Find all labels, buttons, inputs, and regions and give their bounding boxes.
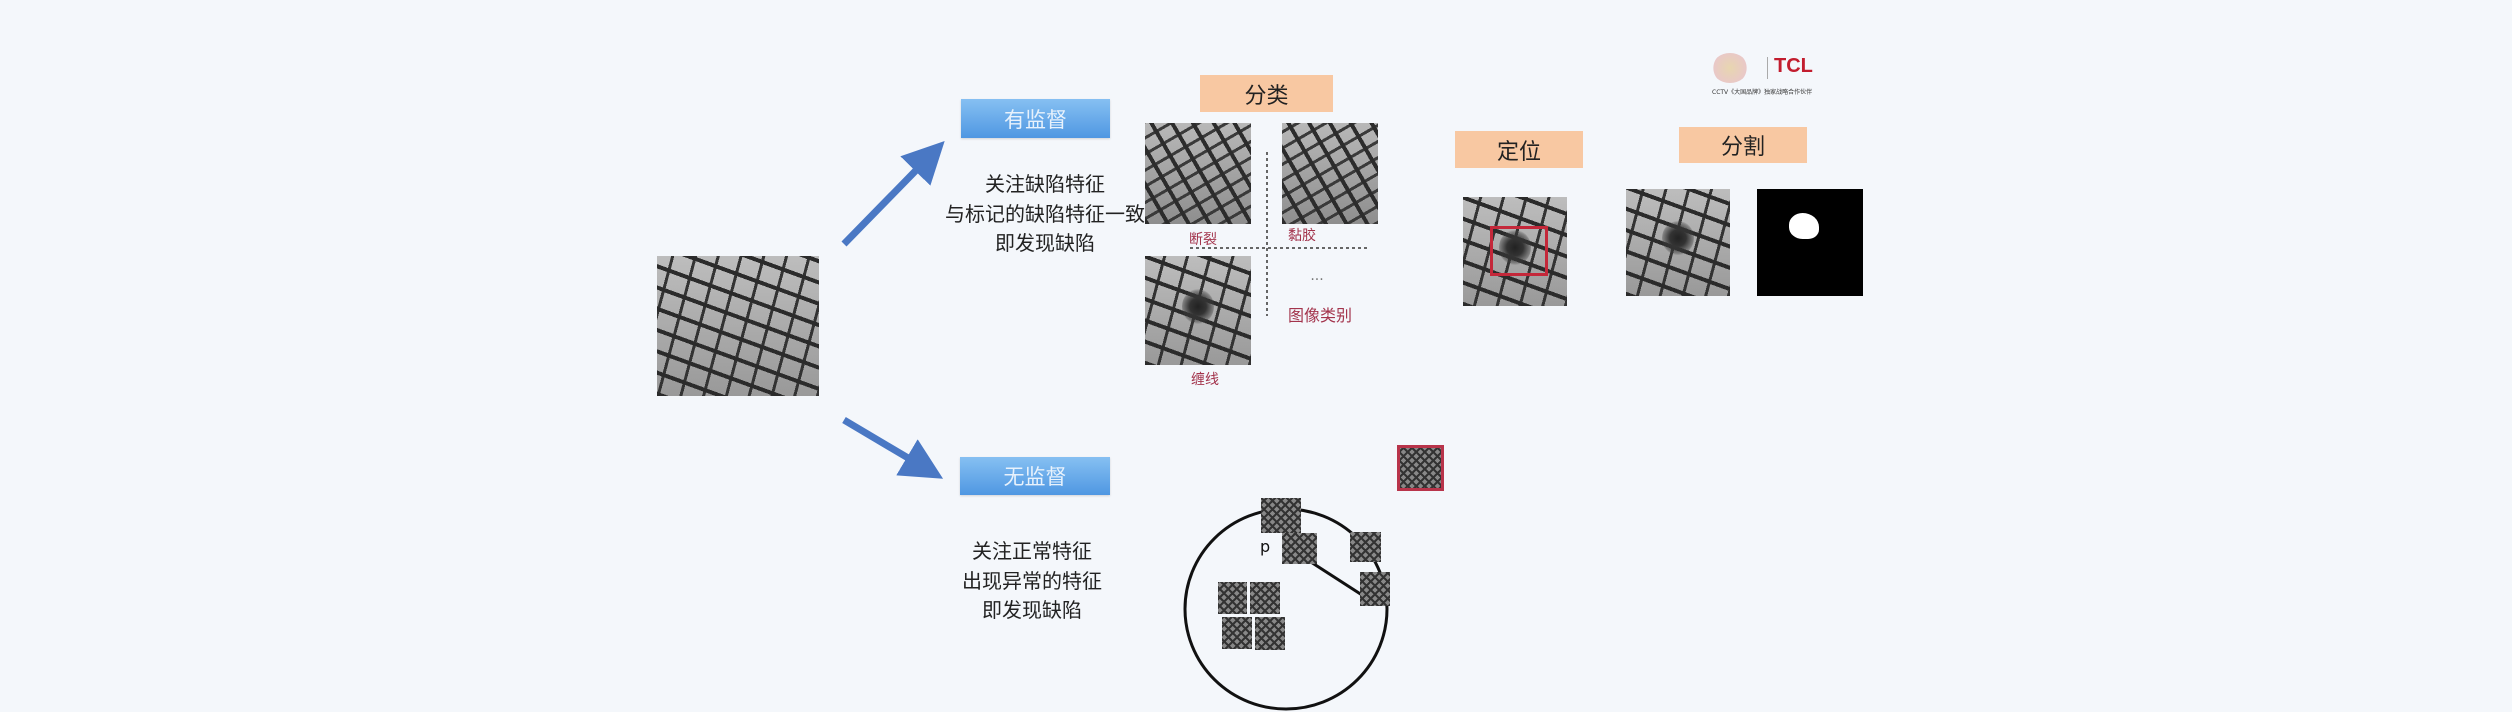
logo-divider <box>1767 57 1768 79</box>
unsupervised-desc-3: 即发现缺陷 <box>982 598 1082 622</box>
input-image <box>657 256 819 396</box>
tangle-label: 缠线 <box>1191 372 1219 388</box>
localization-image <box>1463 197 1567 306</box>
localization-box: 定位 <box>1455 131 1583 168</box>
normal-patch <box>1222 617 1252 649</box>
adhesive-image <box>1282 123 1378 224</box>
unsupervised-box: 无监督 <box>960 457 1110 495</box>
supervised-desc-1: 关注缺陷特征 <box>985 172 1105 196</box>
tangle-image <box>1145 256 1251 365</box>
normal-patch <box>1282 533 1317 564</box>
supervised-desc-2: 与标记的缺陷特征一致 <box>945 202 1145 226</box>
point-label: p <box>1260 537 1271 556</box>
classification-box: 分类 <box>1200 75 1333 112</box>
segmentation-box: 分割 <box>1679 127 1807 163</box>
segmentation-image <box>1626 189 1730 296</box>
logo-brand: TCL <box>1774 55 1813 77</box>
unsupervised-desc-2: 出现异常的特征 <box>962 569 1102 593</box>
segmentation-mask <box>1757 189 1863 296</box>
arrow-up-icon <box>841 140 945 247</box>
normal-patch <box>1261 498 1301 533</box>
fracture-image <box>1145 123 1251 224</box>
normal-patch <box>1255 617 1285 650</box>
arrow-down-icon <box>842 416 944 479</box>
anomaly-patch <box>1397 445 1444 491</box>
supervised-box: 有监督 <box>961 99 1110 138</box>
ellipsis-label: ... <box>1310 268 1324 284</box>
adhesive-label: 黏胶 <box>1288 228 1316 244</box>
fracture-label: 断裂 <box>1189 232 1217 248</box>
normal-patch <box>1350 532 1381 562</box>
supervised-desc-3: 即发现缺陷 <box>995 231 1095 255</box>
category-label: 图像类别 <box>1287 306 1353 325</box>
outlier-patch <box>1360 572 1390 606</box>
bounding-box <box>1490 226 1548 276</box>
logo-caption: CCTV《大国品牌》独家战略合作伙伴 <box>1712 89 1813 96</box>
normal-patch <box>1218 582 1247 614</box>
mask-blob <box>1789 213 1819 239</box>
unsupervised-desc-1: 关注正常特征 <box>972 539 1092 563</box>
logo: TCL CCTV《大国品牌》独家战略合作伙伴 <box>1706 51 1836 101</box>
normal-patch <box>1250 582 1280 614</box>
logo-emblem <box>1712 53 1748 83</box>
